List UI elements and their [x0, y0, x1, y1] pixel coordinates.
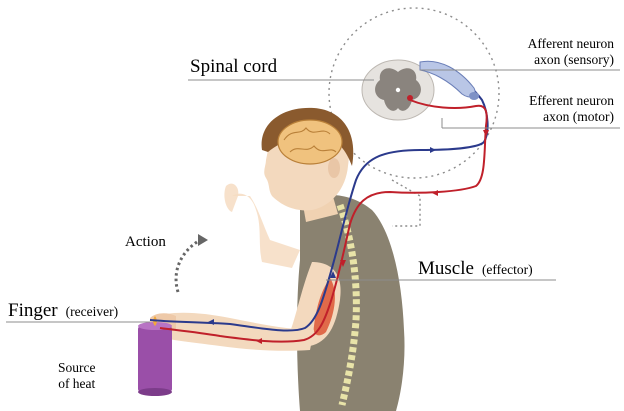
efferent-arrow-2 — [432, 190, 438, 196]
hair — [261, 107, 354, 166]
efferent-label: Efferent neuron axon (motor) — [529, 93, 614, 124]
heat-source-line2: of heat — [58, 375, 96, 391]
action-arrow — [174, 238, 201, 293]
muscle-label: Muscle — [418, 258, 474, 279]
finger-label: Finger — [8, 300, 58, 321]
efferent-arrow-4 — [256, 338, 262, 344]
biceps-muscle — [313, 278, 335, 336]
raised-hand — [232, 193, 300, 268]
candle — [138, 326, 172, 392]
muscle-label-group: Muscle (effector) — [418, 258, 533, 280]
candle-bottom — [138, 388, 172, 396]
heat-source-label: Source of heat — [58, 360, 96, 391]
efferent-arrow-3 — [340, 260, 346, 267]
finger-role-label: (receiver) — [65, 304, 119, 319]
efferent-neuron-path — [159, 99, 488, 343]
efferent-label-line1: Efferent neuron — [529, 93, 614, 108]
afferent-arrow-3 — [430, 147, 436, 153]
central-canal — [395, 87, 401, 93]
zoom-connector — [391, 179, 421, 227]
motor-neuron-body — [407, 95, 413, 101]
muscle-role-label: (effector) — [481, 262, 533, 277]
spine — [336, 203, 360, 406]
efferent-arrow-1 — [483, 130, 489, 137]
action-label: Action — [125, 234, 166, 250]
spinal-cord-label: Spinal cord — [190, 56, 278, 77]
ganglion — [469, 92, 479, 100]
afferent-arrow-1 — [208, 319, 214, 325]
brain — [277, 119, 343, 165]
brain-folds — [283, 127, 337, 153]
afferent-label-line1: Afferent neuron — [527, 36, 614, 51]
afferent-label: Afferent neuron axon (sensory) — [528, 36, 614, 67]
afferent-arrow-2 — [330, 271, 336, 278]
efferent-label-line2: axon (motor) — [543, 108, 614, 124]
ear — [328, 158, 340, 178]
magnification-circle — [328, 7, 500, 179]
raised-fingers — [224, 183, 239, 212]
action-arrow-head — [198, 234, 208, 246]
torso-shirt — [297, 194, 405, 411]
finger-label-group: Finger (receiver) — [8, 300, 118, 322]
afferent-label-line2: axon (sensory) — [534, 51, 614, 67]
heat-source-line1: Source — [58, 360, 96, 375]
